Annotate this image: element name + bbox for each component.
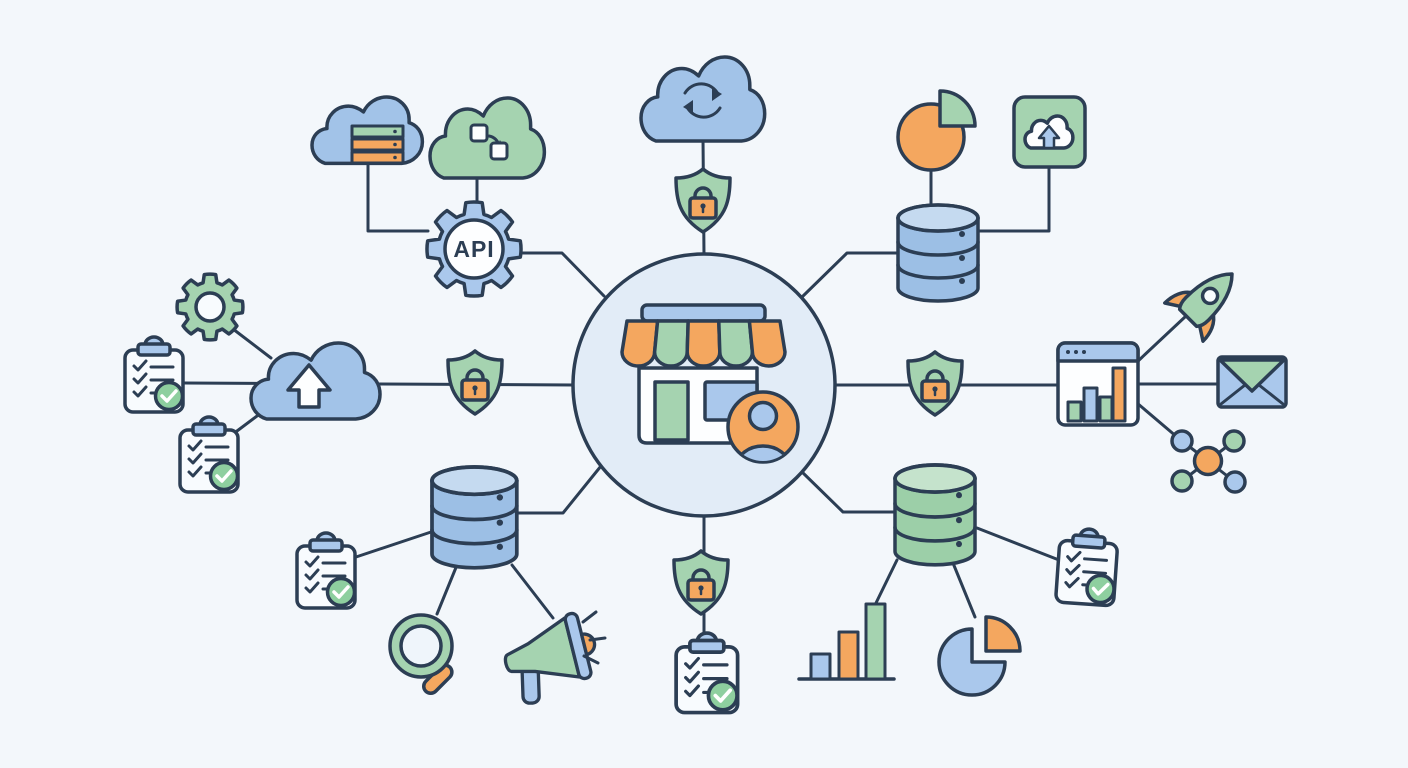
- cloud-upload-square-icon: [1012, 95, 1087, 169]
- connector-line: [975, 164, 1051, 233]
- transfer-squares-icon: [469, 123, 509, 161]
- sync-arrows-icon: [683, 82, 722, 119]
- api-gear-icon: API: [425, 200, 523, 298]
- email-icon: [1216, 355, 1288, 409]
- gear-icon-left: [175, 272, 245, 342]
- connector-line: [521, 251, 606, 298]
- cloud-transfer-icon: [428, 96, 547, 180]
- storefront-node: [571, 252, 837, 518]
- connector-line: [951, 561, 977, 619]
- connector-line: [231, 327, 273, 360]
- bar-chart-icon: [797, 602, 896, 681]
- checklist-icon-left-top: [123, 335, 185, 414]
- awning: [620, 319, 787, 368]
- rocket-icon: [1163, 272, 1234, 343]
- magnifier-icon: [388, 613, 454, 696]
- connector-line: [799, 251, 901, 300]
- checklist-icon-left-bottom: [178, 415, 240, 494]
- mini-bar-chart: [1066, 366, 1127, 423]
- upload-arrow-icon: [286, 363, 332, 409]
- database-icon-bottom-right: [893, 463, 977, 567]
- sound-lines: [581, 610, 607, 665]
- connector-line: [798, 468, 898, 514]
- connector-line: [514, 464, 603, 515]
- connector-line: [975, 526, 1061, 562]
- connector-line: [874, 558, 899, 605]
- pie-chart-icon-bottom-right: [937, 615, 1022, 697]
- cloud-server-icon: [310, 95, 424, 165]
- server-stack-icon: [350, 124, 405, 165]
- storefront-icon: [620, 303, 800, 464]
- browser-bar-chart-icon: [1056, 341, 1140, 427]
- api-label: API: [453, 236, 494, 262]
- upload-arrow-icon: [1037, 124, 1061, 150]
- connector-line: [366, 160, 430, 233]
- store-door: [653, 380, 690, 442]
- checklist-icon-bottom-left: [295, 531, 357, 610]
- megaphone-icon: [503, 610, 607, 705]
- connector-line: [354, 529, 436, 559]
- database-icon-top-right: [896, 203, 980, 303]
- connector-line: [510, 563, 555, 620]
- database-icon-bottom-left: [430, 465, 519, 570]
- cloud-upload-icon: [249, 341, 382, 421]
- connector-line: [1135, 314, 1188, 364]
- network-hub-icon: [1170, 429, 1247, 494]
- connector-line: [1135, 401, 1179, 439]
- pie-chart-icon-top-right: [896, 89, 977, 172]
- awning-top-bar: [640, 303, 767, 323]
- cloud-sync-icon: [639, 55, 767, 143]
- connector-line: [435, 563, 459, 616]
- user-badge-icon: [726, 390, 800, 464]
